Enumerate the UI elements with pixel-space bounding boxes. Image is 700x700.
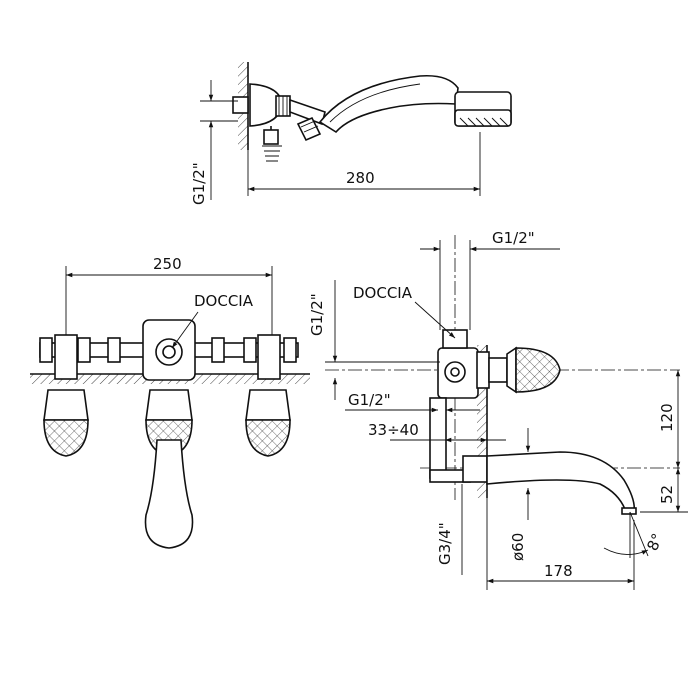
side-top-thread-label: G1/2" bbox=[492, 229, 535, 247]
top-length-label: 280 bbox=[346, 169, 375, 187]
side-view: G1/2" G1/2" DOCCIA G1/2" 33÷40 ø60 G3/4"… bbox=[308, 229, 688, 590]
side-doccia-label: DOCCIA bbox=[353, 284, 413, 302]
top-thread-label: G1/2" bbox=[190, 162, 208, 205]
side-left-thread-label: G1/2" bbox=[308, 293, 326, 336]
front-doccia-label: DOCCIA bbox=[194, 292, 254, 310]
side-outlet-thread-label: G3/4" bbox=[436, 522, 454, 565]
side-depth-label: 178 bbox=[544, 562, 573, 580]
front-view: 250 DOCCIA bbox=[30, 255, 310, 549]
side-diameter-label: ø60 bbox=[509, 533, 527, 561]
side-angle-label: 8° bbox=[643, 531, 667, 554]
front-width-label: 250 bbox=[153, 255, 182, 273]
side-mid-thread-label: G1/2" bbox=[348, 391, 391, 409]
side-height-52-label: 52 bbox=[658, 485, 676, 504]
side-range-label: 33÷40 bbox=[368, 421, 419, 439]
hand-shower-view: G1/2" 280 bbox=[190, 62, 512, 205]
side-height-120-label: 120 bbox=[658, 403, 676, 432]
